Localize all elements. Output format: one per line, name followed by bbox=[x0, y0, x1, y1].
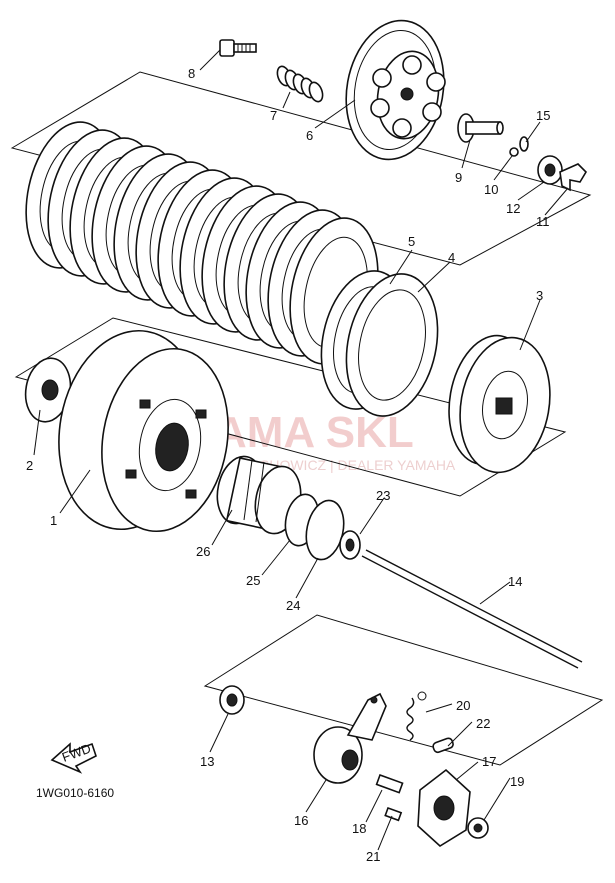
needle-bearing-26 bbox=[216, 455, 302, 535]
label-2: 2 bbox=[26, 458, 33, 473]
spring-7 bbox=[276, 65, 324, 103]
label-10: 10 bbox=[484, 182, 498, 197]
label-24: 24 bbox=[286, 598, 300, 613]
label-3: 3 bbox=[536, 288, 543, 303]
push-lever-16 bbox=[313, 692, 387, 784]
label-23: 23 bbox=[376, 488, 390, 503]
clutch-housing-1 bbox=[58, 329, 229, 533]
push-rod-9 bbox=[457, 113, 504, 143]
label-9: 9 bbox=[455, 170, 462, 185]
spring-20-pin-22 bbox=[406, 691, 454, 754]
frame-boss bbox=[14, 317, 567, 497]
label-7: 7 bbox=[270, 108, 277, 123]
label-14: 14 bbox=[508, 574, 522, 589]
label-20: 20 bbox=[456, 698, 470, 713]
label-11: 11 bbox=[536, 214, 550, 229]
label-5: 5 bbox=[408, 234, 415, 249]
label-12: 12 bbox=[506, 201, 520, 216]
leader-lines bbox=[33, 49, 569, 851]
label-8: 8 bbox=[188, 66, 195, 81]
plates-4-5 bbox=[320, 270, 439, 417]
nut-washer-set bbox=[509, 136, 588, 192]
clutch-plates-stack bbox=[25, 121, 379, 365]
label-17: 17 bbox=[482, 754, 496, 769]
cover-17 bbox=[375, 768, 489, 847]
push-rod-14 bbox=[361, 549, 583, 669]
spacer-washer-nut bbox=[284, 493, 361, 561]
label-26: 26 bbox=[196, 544, 210, 559]
pressure-plate bbox=[345, 19, 446, 161]
fwd-arrow-icon: FWD bbox=[50, 741, 97, 774]
label-13: 13 bbox=[200, 754, 214, 769]
label-4: 4 bbox=[448, 250, 455, 265]
label-16: 16 bbox=[294, 813, 308, 828]
frame-pushlever bbox=[203, 614, 604, 766]
label-22: 22 bbox=[476, 716, 490, 731]
diagram-code: 1WG010-6160 bbox=[36, 786, 114, 800]
label-18: 18 bbox=[352, 821, 366, 836]
part-number-labels: 8 7 6 9 10 15 12 11 5 4 3 2 1 26 25 24 2… bbox=[26, 66, 550, 864]
bolt-8 bbox=[219, 39, 257, 57]
label-1: 1 bbox=[50, 513, 57, 528]
label-19: 19 bbox=[510, 774, 524, 789]
label-21: 21 bbox=[366, 849, 380, 864]
watermark-sub: SHOWICZ | DEALER YAMAHA bbox=[260, 457, 456, 473]
label-15: 15 bbox=[536, 108, 550, 123]
label-6: 6 bbox=[306, 128, 313, 143]
oil-seal-13 bbox=[219, 685, 245, 715]
clutch-boss-3 bbox=[448, 334, 551, 474]
label-25: 25 bbox=[246, 573, 260, 588]
